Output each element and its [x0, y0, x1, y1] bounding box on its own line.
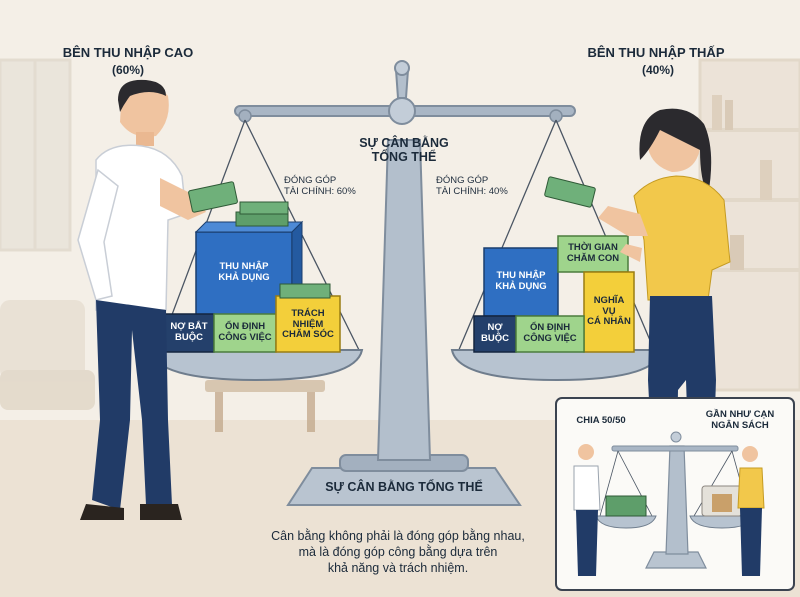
scale-pivot — [388, 97, 416, 125]
inset-right-label: GẦN NHƯ CẠN NGÂN SÁCH — [705, 409, 775, 431]
box-right-debt — [473, 315, 517, 353]
right-contribution: ĐÓNG GÓP TÀI CHÍNH: 40% — [436, 175, 508, 197]
right-income-label: THU NHẬP KHẢ DỤNG — [495, 270, 547, 292]
scale-pillar — [376, 139, 432, 461]
left-side-percent: (60%) — [111, 63, 144, 77]
left-debt-label: NỢ BẮT BUỘC — [170, 321, 208, 343]
caption: Cân bằng không phải là đóng góp bằng nha… — [271, 529, 525, 575]
right-childcare-label: THỜI GIAN CHĂM CON — [566, 242, 620, 264]
left-side-title: BÊN THU NHẬP CAO — [62, 45, 194, 60]
left-care-label: TRÁCH NHIỆM CHĂM SÓC — [282, 307, 334, 341]
box-right-stable — [515, 315, 585, 353]
sofa — [0, 300, 95, 410]
right-duty-label: NGHĨA VỤ CÁ NHÂN — [587, 294, 631, 328]
center-title: SỰ CÂN BẰNG TỔNG THỂ — [359, 136, 449, 165]
box-right-income — [483, 247, 559, 317]
left-contribution: ĐÓNG GÓP TÀI CHÍNH: 60% — [284, 175, 356, 197]
left-income-label: THU NHẬP KHẢ DỤNG — [218, 261, 270, 283]
right-side-title: BÊN THU NHẬP THẤP — [587, 45, 725, 60]
base-label: SỰ CÂN BẰNG TỔNG THỂ — [325, 480, 483, 494]
coffee-table — [205, 380, 325, 432]
right-debt-label: NỢ BUỘC — [481, 322, 509, 344]
inset-left-label: CHIA 50/50 — [576, 415, 626, 426]
window — [0, 58, 72, 252]
inset-panel — [555, 397, 795, 591]
box-left-care — [275, 295, 341, 353]
right-boxes — [473, 235, 635, 353]
box-right-duty — [583, 271, 635, 353]
man-figure — [77, 79, 238, 520]
box-left-debt — [163, 313, 215, 353]
left-stable-label: ỔN ĐỊNH CÔNG VIỆC — [218, 321, 272, 343]
box-right-childcare — [557, 235, 629, 273]
right-stable-label: ỔN ĐỊNH CÔNG VIỆC — [523, 322, 577, 344]
scale-base — [286, 454, 522, 506]
right-side-percent: (40%) — [641, 63, 674, 77]
left-boxes — [163, 201, 341, 353]
